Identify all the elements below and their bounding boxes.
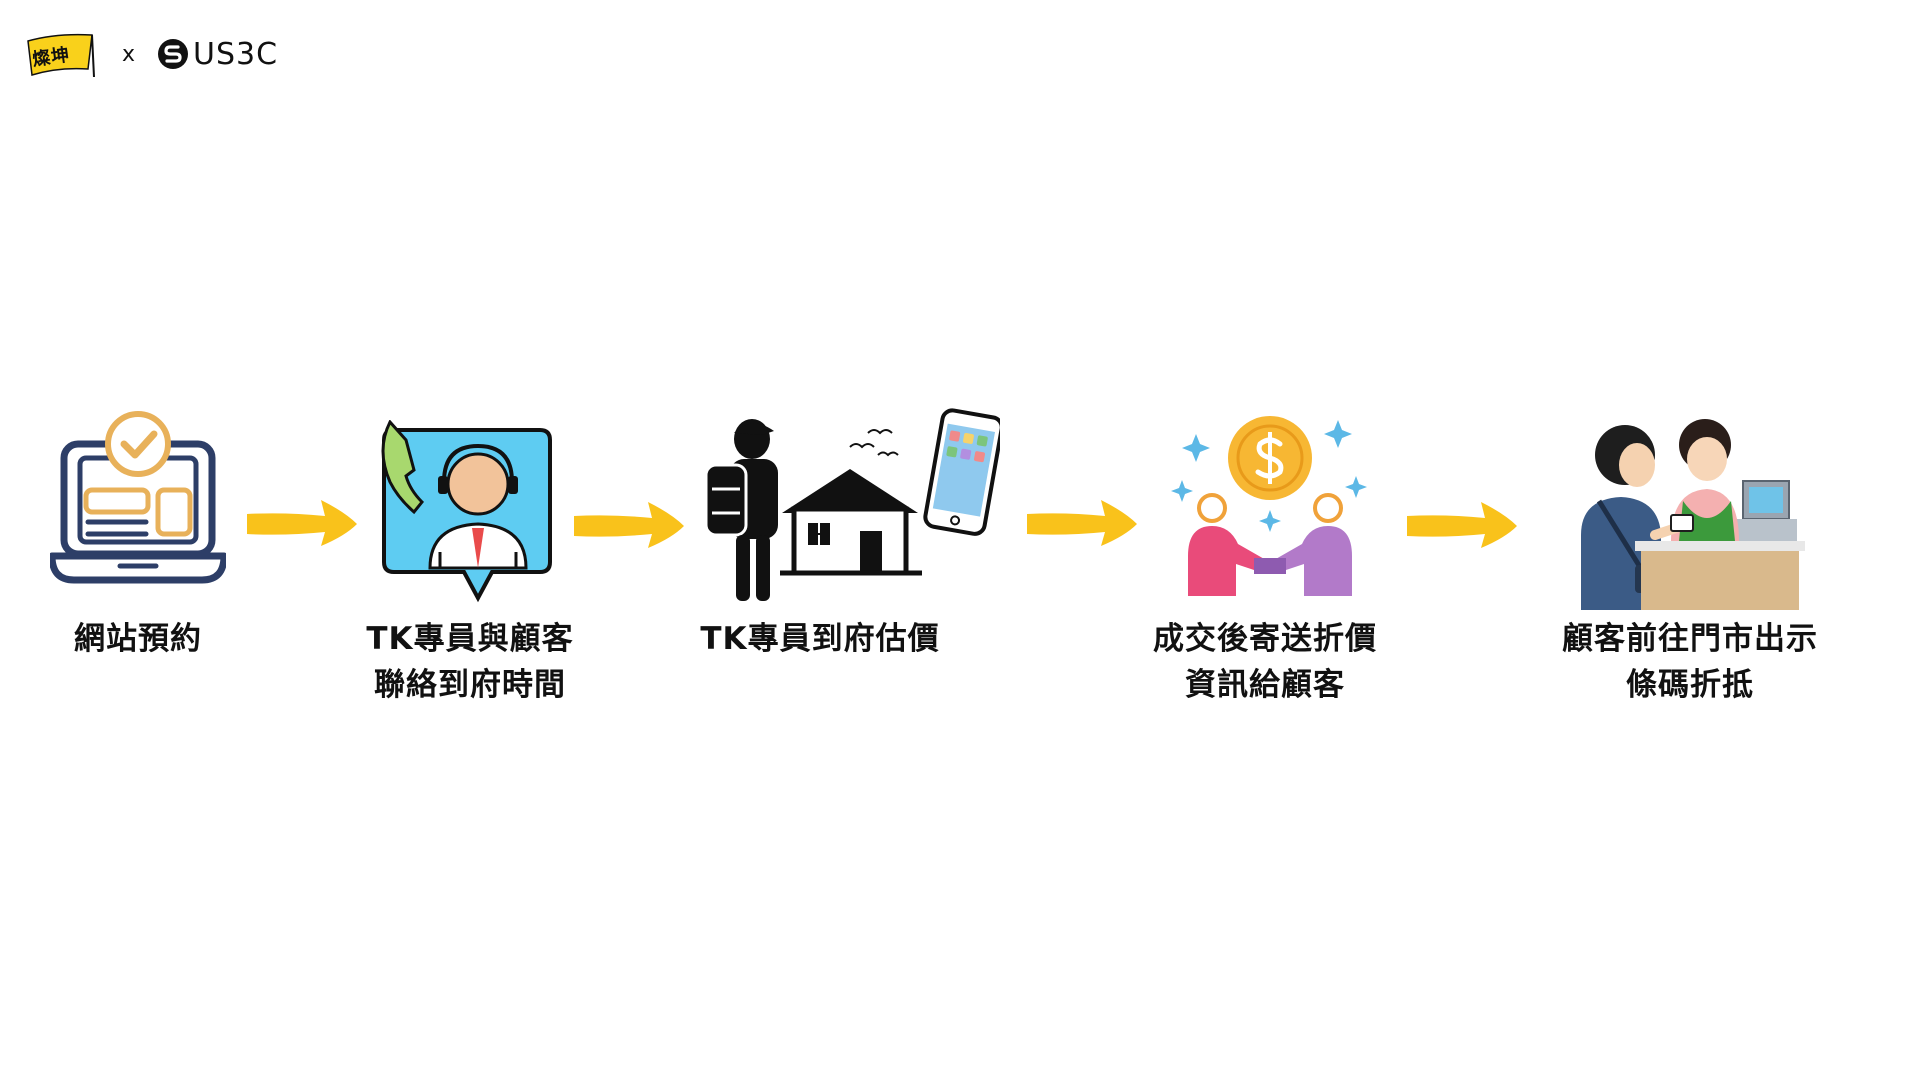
brand-logo: 燦坤 xyxy=(26,31,96,77)
partner-name: US3C xyxy=(193,36,279,72)
arrow-right-icon xyxy=(574,502,684,548)
brand-name: 燦坤 xyxy=(30,44,72,71)
handshake-money-icon xyxy=(1171,416,1367,596)
step-label-line: 成交後寄送折價 xyxy=(1153,621,1377,657)
call-agent-headset-icon xyxy=(381,420,552,603)
step-label-line: TK專員到府估價 xyxy=(700,621,940,657)
step-label-line: 聯絡到府時間 xyxy=(374,667,566,703)
arrow-right-icon xyxy=(247,500,357,546)
step-label-line: 網站預約 xyxy=(74,621,202,657)
step-label: TK專員與顧客 聯絡到府時間 xyxy=(340,616,600,708)
partner-mark-icon xyxy=(158,39,189,69)
collab-times: x xyxy=(122,41,136,67)
laptop-checkmark-icon xyxy=(50,411,226,584)
step-label: TK專員到府估價 xyxy=(680,616,960,662)
step-label-line: TK專員與顧客 xyxy=(366,621,574,657)
arrow-right-icon xyxy=(1027,500,1137,546)
partner-logo: US3C xyxy=(157,37,278,72)
header: 燦坤 x US3C xyxy=(26,30,278,78)
store-counter-icon xyxy=(1581,419,1805,610)
step-label: 顧客前往門市出示 條碼折抵 xyxy=(1530,616,1850,708)
step-label-line: 資訊給顧客 xyxy=(1185,667,1345,703)
arrow-right-icon xyxy=(1407,502,1517,548)
step-label: 成交後寄送折價 資訊給顧客 xyxy=(1120,616,1410,708)
step-label-line: 條碼折抵 xyxy=(1626,667,1754,703)
step-label: 網站預約 xyxy=(18,616,258,662)
step-label-line: 顧客前往門市出示 xyxy=(1562,621,1818,657)
agent-house-phone-icon xyxy=(704,408,1000,601)
